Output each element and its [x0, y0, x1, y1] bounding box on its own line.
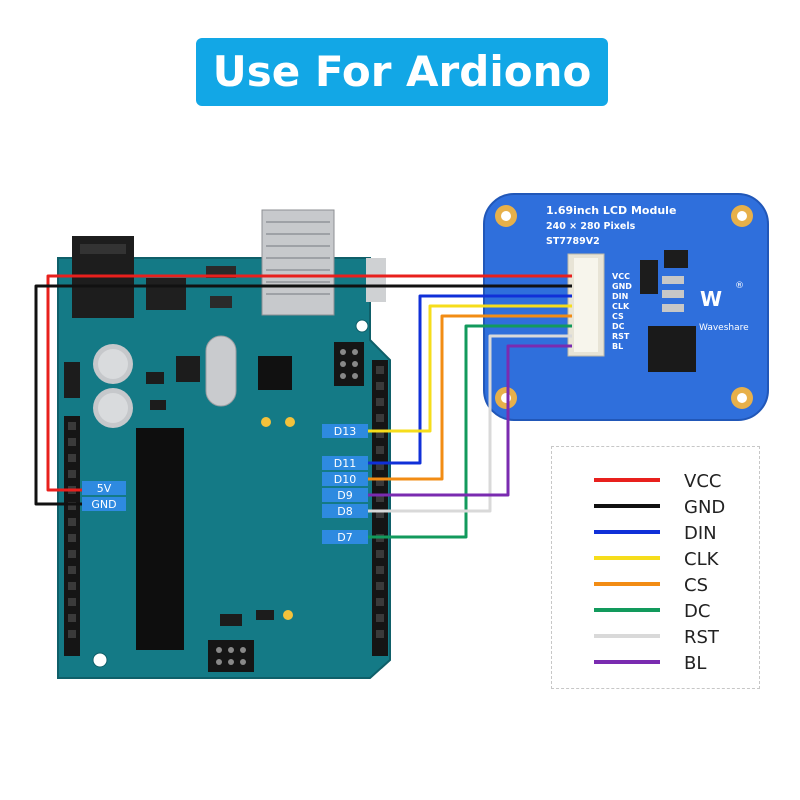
legend-label-din: DIN [684, 523, 717, 544]
pin-label-gnd: GND [91, 498, 116, 511]
lcd-module: 1.69inch LCD Module 240 × 280 Pixels ST7… [483, 193, 769, 421]
lcd-pin-rst: RST [612, 332, 630, 341]
lcd-resolution: 240 × 280 Pixels [546, 221, 636, 232]
pin-label-5v: 5V [97, 482, 112, 495]
arduino-board [57, 209, 391, 679]
lcd-driver: ST7789V2 [546, 236, 600, 247]
wire-cs [368, 314, 572, 481]
pin-label-d13: D13 [334, 425, 356, 438]
pin-label-d11: D11 [334, 457, 356, 470]
icsp-header [334, 342, 364, 386]
lcd-pin-cs: CS [612, 312, 624, 321]
legend-box [551, 446, 760, 689]
wire-gnd [34, 284, 572, 506]
lcd-pin-din: DIN [612, 292, 628, 301]
legend-label-rst: RST [684, 627, 720, 648]
crystal-oscillator [205, 335, 237, 407]
wire-din [368, 294, 572, 465]
pin-label-d9: D9 [337, 489, 352, 502]
wire-bl [368, 344, 572, 497]
wire-dc [368, 324, 572, 539]
pin-label-d7: D7 [337, 531, 352, 544]
usb-connector [261, 209, 335, 316]
legend-label-bl: BL [684, 653, 706, 674]
pin-label-d8: D8 [337, 505, 352, 518]
lcd-pin-clk: CLK [612, 302, 630, 311]
lcd-pin-dc: DC [612, 322, 625, 331]
wire-vcc [46, 274, 572, 492]
wire-clk [368, 304, 572, 433]
legend-label-cs: CS [684, 575, 708, 596]
wire-rst [368, 334, 572, 513]
waveshare-brand: Waveshare [699, 323, 749, 333]
power-pin-labels: 5V GND [82, 481, 126, 511]
digital-pin-labels: D13 D11 D10 D9 D8 D7 [322, 424, 368, 544]
lcd-pin-bl: BL [612, 342, 623, 351]
lcd-pin-vcc: VCC [612, 272, 630, 281]
legend-label-vcc: VCC [684, 471, 721, 492]
registered-mark: ® [735, 281, 744, 291]
lcd-pin-labels: VCC GND DIN CLK CS DC RST BL [612, 272, 632, 351]
legend: VCC GND DIN CLK CS DC RST BL [594, 471, 725, 674]
lcd-title: 1.69inch LCD Module [546, 204, 676, 217]
waveshare-logo-icon: W [700, 287, 722, 311]
legend-label-clk: CLK [684, 549, 720, 570]
atmega-chip [136, 428, 184, 650]
legend-label-dc: DC [684, 601, 710, 622]
title-banner: Use For Ardiono [196, 38, 608, 106]
lcd-pin-gnd: GND [612, 282, 632, 291]
legend-label-gnd: GND [684, 497, 725, 518]
pin-label-d10: D10 [334, 473, 356, 486]
